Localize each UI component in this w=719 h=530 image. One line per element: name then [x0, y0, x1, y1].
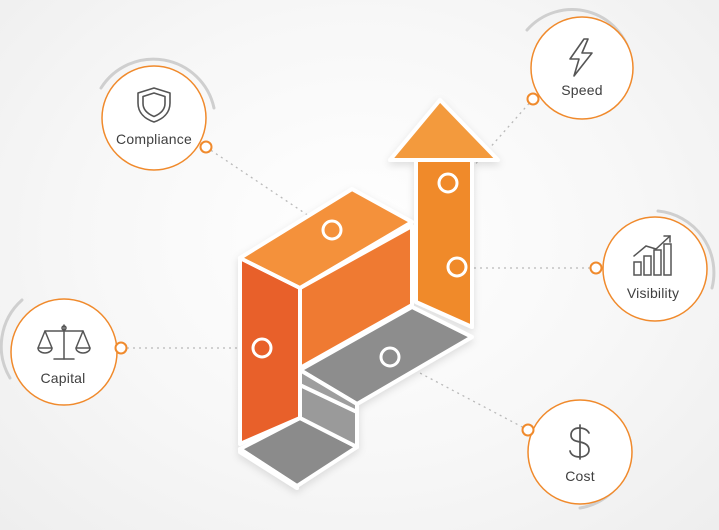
- dollar-icon: [569, 424, 590, 460]
- bar-chart-icon: [633, 235, 672, 276]
- node-cost: [521, 399, 633, 510]
- label-capital: Capital: [40, 370, 86, 386]
- marker-shaft-mid: [446, 256, 468, 278]
- marker-slab: [379, 346, 401, 368]
- wall-front: [298, 224, 414, 370]
- connectors: [121, 98, 596, 431]
- node-compliance: [99, 57, 216, 171]
- label-cost: Cost: [565, 468, 595, 484]
- lightning-icon: [569, 38, 593, 77]
- label-compliance: Compliance: [116, 131, 192, 147]
- node-capital: [0, 298, 128, 406]
- node-visibility: [589, 209, 716, 322]
- marker-left-pillar: [251, 337, 273, 359]
- connector-compliance: [205, 146, 313, 219]
- marker-shaft-top: [437, 172, 459, 194]
- scales-icon: [37, 324, 91, 360]
- label-speed: Speed: [561, 82, 603, 98]
- arrow-head: [388, 98, 500, 162]
- shield-icon: [137, 87, 171, 123]
- connector-cost: [417, 371, 529, 431]
- block-markers: [251, 172, 468, 368]
- marker-top-slab: [321, 219, 343, 241]
- isometric-structure: [238, 98, 500, 490]
- arrow-shaft: [414, 158, 474, 329]
- label-visibility: Visibility: [626, 285, 680, 301]
- node-speed: [525, 8, 634, 120]
